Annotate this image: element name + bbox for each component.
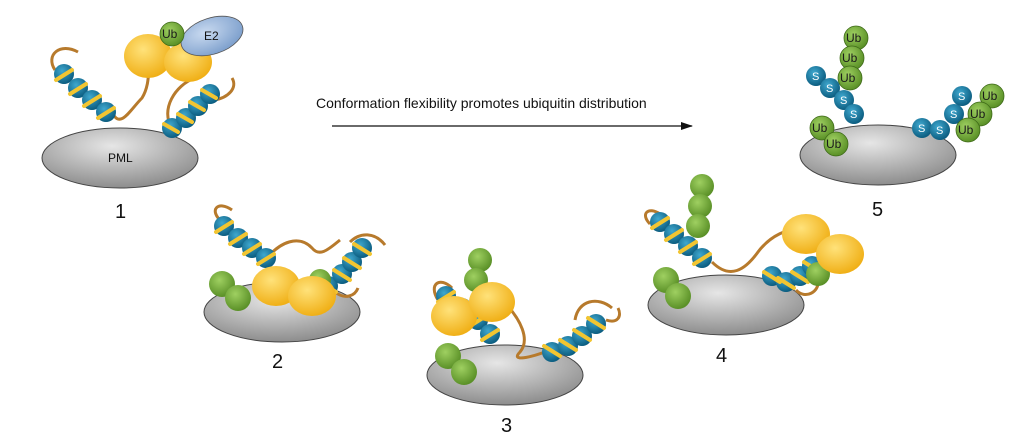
ligase-domain: [288, 276, 336, 316]
sumo-chain: S S S S: [806, 66, 864, 124]
ubiquitin: [686, 214, 710, 238]
linker-strand: [500, 298, 551, 360]
ubiquitin: [690, 174, 714, 198]
ubiquitin: [688, 194, 712, 218]
e2-enzyme: [180, 15, 244, 57]
ligase-domain: [816, 234, 864, 274]
linker-strand: [348, 233, 387, 246]
svg-text:S: S: [958, 91, 965, 103]
ubiquitin-chain: [686, 174, 714, 238]
pml-membrane: [41, 127, 199, 189]
arrow-label: Conformation flexibility promotes ubiqui…: [316, 95, 647, 111]
coiled-coil-right: [162, 84, 220, 138]
coiled-coil-left: [650, 212, 712, 268]
ubiquitin-chain: [464, 248, 492, 292]
svg-text:Ub: Ub: [840, 71, 856, 85]
ligase-domain: [469, 282, 515, 322]
svg-text:S: S: [826, 83, 833, 95]
ligase-domain: [782, 214, 830, 254]
ligase-domain: [431, 296, 477, 336]
pml-label: PML: [108, 151, 133, 165]
svg-text:Ub: Ub: [842, 51, 858, 65]
linker-strand: [573, 299, 613, 321]
svg-text:S: S: [812, 71, 819, 83]
svg-text:Ub: Ub: [982, 89, 998, 103]
ubiquitin-label: Ub: [162, 27, 178, 41]
linker-strand: [605, 307, 621, 323]
stage-number: 4: [716, 345, 727, 367]
ubiquitin: [225, 285, 251, 311]
stage-4: 4: [644, 174, 864, 367]
linker-strand: [50, 46, 79, 71]
ubiquitin-chain: Ub Ub: [809, 115, 849, 157]
ubiquitin: [159, 21, 185, 47]
stage-number: 2: [272, 351, 283, 373]
ubiquitin: [468, 248, 492, 272]
svg-text:S: S: [918, 123, 925, 135]
transition-arrow: Conformation flexibility promotes ubiqui…: [316, 95, 693, 130]
ubiquitin-chain: Ub Ub Ub: [837, 25, 869, 91]
stage-2: 2: [203, 204, 387, 373]
stage-1: PML E2 Ub 1: [41, 15, 244, 223]
linker-strand: [334, 287, 360, 298]
svg-text:S: S: [850, 109, 857, 121]
stage-5: Ub Ub Ub S S S S Ub Ub S S S S: [799, 25, 1005, 221]
e2-label: E2: [204, 29, 219, 43]
linker-strand: [262, 238, 341, 263]
svg-text:S: S: [950, 109, 957, 121]
stage-number: 1: [115, 201, 126, 223]
svg-text:S: S: [936, 125, 943, 137]
ubiquitin: [451, 359, 477, 385]
svg-text:Ub: Ub: [812, 121, 828, 135]
stage-number: 3: [501, 415, 512, 437]
coiled-coil-left: [214, 216, 276, 268]
svg-text:Ub: Ub: [826, 137, 842, 151]
svg-text:Ub: Ub: [846, 31, 862, 45]
svg-text:Ub: Ub: [970, 107, 986, 121]
stage-number: 5: [872, 199, 883, 221]
ubiquitin: [665, 283, 691, 309]
ubiquitin-chain: Ub Ub Ub: [955, 83, 1005, 143]
coiled-coil-right: [542, 314, 606, 362]
coiled-coil-left: [54, 64, 116, 122]
sumo-chain: S S S S: [912, 86, 972, 140]
svg-text:Ub: Ub: [958, 123, 974, 137]
ubiquitin: [435, 343, 461, 369]
stage-3: 3: [426, 248, 621, 437]
svg-text:S: S: [840, 95, 847, 107]
ligase-domain: [124, 34, 172, 78]
